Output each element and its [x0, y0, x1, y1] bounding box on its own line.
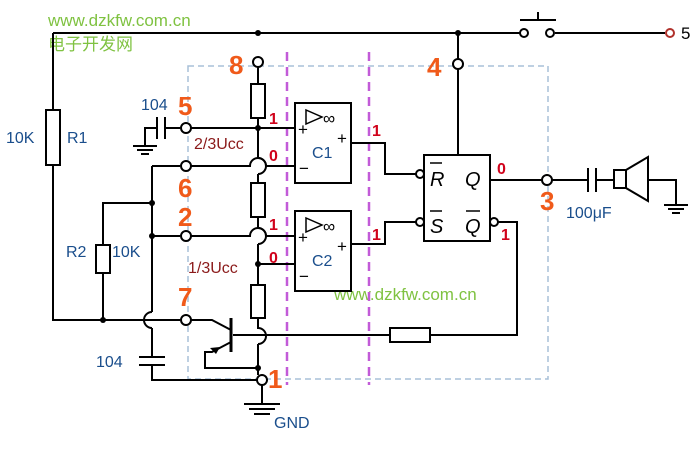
c2-plus-sym: +: [298, 228, 308, 247]
junction: [100, 317, 106, 323]
pin-4-label: 4: [427, 52, 442, 82]
trigger-wire: [191, 227, 295, 237]
junction: [149, 200, 155, 206]
c1-minus-sym: −: [299, 159, 309, 178]
c1-inf: ∞: [323, 109, 335, 128]
r1-name: R1: [67, 130, 88, 147]
pin-2-label: 2: [178, 202, 192, 232]
qbar-state: 1: [501, 227, 510, 244]
r-bubble: [415, 169, 425, 179]
discharge-control-wire: [233, 221, 518, 336]
c2-output-wire: [351, 221, 416, 245]
ref-high-label: 2/3Ucc: [194, 136, 244, 153]
vcc-label: 5: [681, 24, 690, 43]
q-state: 0: [497, 161, 506, 178]
left-rail: [52, 33, 180, 321]
ff-r: R: [430, 169, 444, 191]
r2-name: R2: [66, 244, 87, 261]
comparator-c2: [294, 210, 352, 292]
ic-outline: [187, 65, 549, 380]
pin-3-label: 3: [540, 186, 554, 216]
watermark-cn: 电子开发网: [48, 35, 133, 54]
ff-qbar: Q: [465, 216, 481, 238]
gnd-label: GND: [274, 415, 310, 432]
internal-resistor-top: [250, 83, 266, 119]
c2-label: C2: [312, 253, 333, 270]
r1-resistor: [45, 109, 61, 166]
c1-label: C1: [312, 145, 333, 162]
speaker-icon: [613, 155, 688, 214]
comparator-c1: [294, 102, 352, 184]
discharge-transistor: [191, 318, 261, 371]
out-cap-value: 100μF: [566, 205, 612, 222]
cap-top-value: 104: [141, 97, 168, 114]
junction: [255, 30, 261, 36]
watermark-center: www.dzkfw.com.cn: [333, 285, 477, 304]
c1-output-wire: [351, 142, 416, 175]
qbar-bubble: [489, 217, 499, 227]
rs-flip-flop: [423, 154, 491, 242]
c1-plus-sym: +: [298, 120, 308, 139]
ref-low-label: 1/3Ucc: [188, 260, 238, 277]
ff-s: S: [430, 216, 444, 238]
internal-resistor-mid: [250, 182, 266, 218]
control-capacitor: [133, 117, 180, 155]
c1-plus-state: 1: [269, 111, 278, 128]
pin-5-label: 5: [178, 91, 192, 121]
c2-minus-sym: −: [299, 267, 309, 286]
r2-value: 10K: [112, 244, 141, 261]
pin-1-label: 1: [268, 364, 282, 394]
threshold-trigger-wire: [143, 165, 180, 357]
s-bubble: [415, 217, 425, 227]
c1-minus-state: 0: [269, 148, 278, 165]
c2-minus-state: 0: [269, 250, 278, 267]
pin-6-label: 6: [178, 173, 192, 203]
watermark-site: www.dzkfw.com.cn: [47, 11, 191, 30]
base-resistor: [389, 327, 431, 343]
c1-out-state: 1: [372, 123, 381, 140]
junction: [149, 233, 155, 239]
ground-symbol: [244, 385, 280, 415]
r1-value: 10K: [6, 130, 35, 147]
cap-bottom-value: 104: [96, 354, 123, 371]
threshold-wire: [191, 157, 295, 167]
vcc-terminal: [665, 28, 675, 38]
timing-capacitor: [139, 356, 262, 381]
pin-8-label: 8: [229, 50, 243, 80]
c2-out-state: 1: [372, 227, 381, 244]
r2-resistor: [95, 244, 111, 274]
c2-inf: ∞: [323, 217, 335, 236]
c1-out-plus: +: [337, 129, 347, 148]
r2-wire: [102, 202, 152, 320]
c2-out-plus: +: [337, 237, 347, 256]
push-button: [519, 12, 556, 38]
internal-resistor-bottom: [250, 284, 266, 319]
ff-q: Q: [465, 169, 481, 191]
c2-plus-state: 1: [269, 217, 278, 234]
pin-7-label: 7: [178, 282, 192, 312]
